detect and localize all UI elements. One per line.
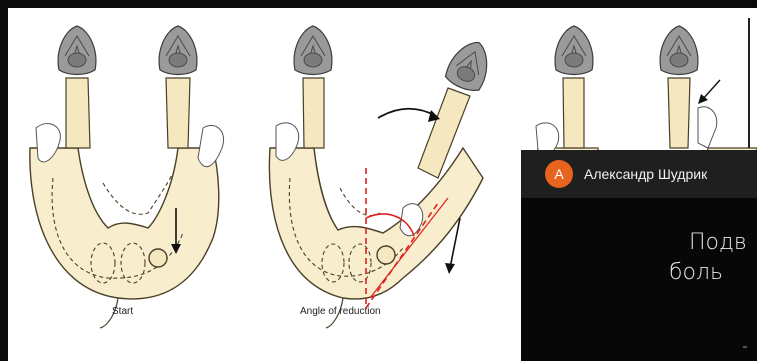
caption-angle-of-reduction: Angle of reduction <box>300 306 381 317</box>
participant-name: Александр Шудрик <box>584 166 707 182</box>
caption-start: Start <box>112 306 133 317</box>
figure-angle-of-reduction <box>269 26 496 328</box>
avatar[interactable]: А <box>545 160 573 188</box>
subtitle-line-2: боль <box>669 260 723 285</box>
subtitle-line-1: Подв <box>689 230 747 255</box>
participant-header: А Александр Шудрик <box>521 150 757 198</box>
video-call-overlay: А Александр Шудрик Подв боль <box>521 150 757 361</box>
scroll-indicator <box>743 346 747 348</box>
figure-start <box>30 26 224 328</box>
